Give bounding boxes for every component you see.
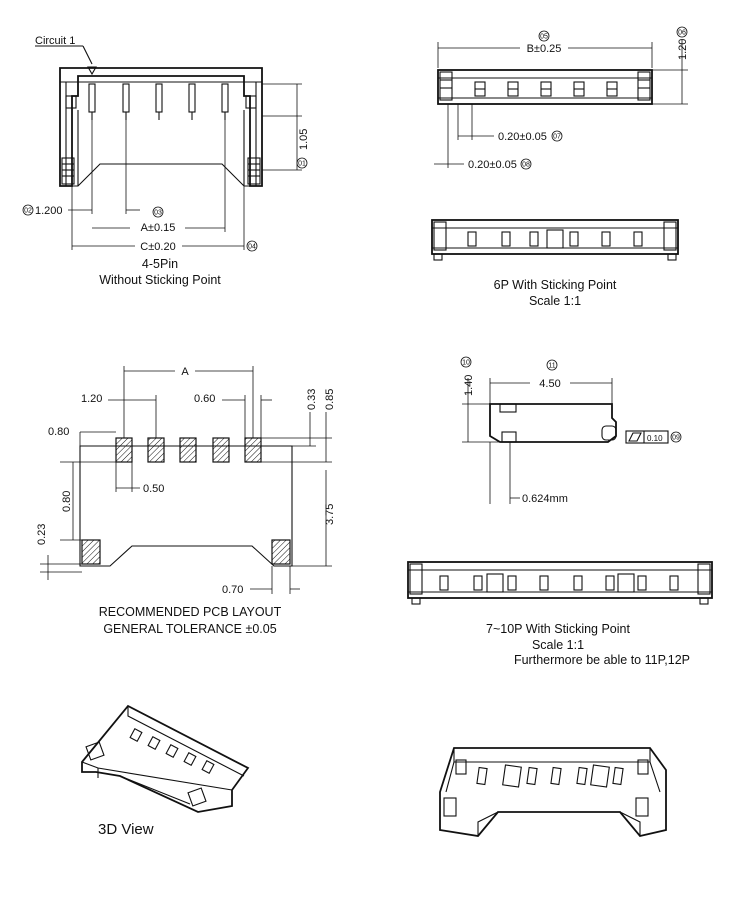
callout-09-text: 09 [672, 435, 680, 442]
callout-05-text: 05 [540, 34, 548, 41]
callout-11-text: 11 [548, 363, 555, 370]
pins-6p [467, 229, 643, 249]
callout-11 [546, 359, 558, 371]
view-7-10p-caption-1: 7~10P With Sticking Point [486, 622, 630, 636]
front-pins [88, 83, 229, 120]
side-view: 10 1.40 11 4.50 0.10 09 0.624mm [460, 356, 682, 505]
view-6p-caption-2: Scale 1:1 [529, 294, 581, 308]
view-7-10p: 7~10P With Sticking Point Scale 1:1 Furt… [407, 561, 713, 667]
view-6p-caption-1: 6P With Sticking Point [494, 278, 617, 292]
front-caption-1: 4-5Pin [142, 257, 178, 271]
front-dim-pitch: 1.200 [35, 205, 63, 217]
callout-09 [670, 431, 682, 443]
pcb-dim-080-side: 0.80 [61, 491, 73, 512]
pcb-dim-070: 0.70 [222, 584, 243, 596]
pcb-dim-085: 0.85 [324, 389, 336, 410]
top-dim-020b: 0.20±0.05 [468, 159, 517, 171]
pins-7-10p [439, 573, 679, 593]
pcb-dim-060: 0.60 [194, 393, 215, 405]
view-3d-caption: 3D View [98, 821, 154, 838]
top-dim-120: 1.20 [677, 39, 689, 60]
front-dim-height: 1.05 [298, 129, 310, 150]
callout-04-text: 04 [248, 244, 256, 251]
side-dim-140: 1.40 [463, 375, 475, 396]
callout-08-text: 08 [522, 162, 530, 169]
top-dim-020a: 0.20±0.05 [498, 131, 547, 143]
front-dim-a: A±0.15 [141, 222, 176, 234]
pcb-dim-a: A [181, 366, 189, 378]
callout-06 [676, 26, 688, 38]
front-view: Circuit 1 1.05 01 02 1.200 03 A±0.15 C±0… [22, 35, 310, 287]
side-dim-0624: 0.624mm [522, 493, 568, 505]
pcb-dim-120: 1.20 [81, 393, 102, 405]
pcb-layout: A 1.20 0.60 0.33 0.85 3.75 0.80 0.50 [36, 366, 336, 636]
top-dim-b: B±0.25 [527, 43, 562, 55]
top-view: 05 B±0.25 06 1.20 0.20±0.05 07 0.20±0.05… [434, 26, 689, 171]
callout-07 [551, 130, 563, 142]
callout-10-text: 10 [462, 360, 470, 367]
view-6p: 6P With Sticking Point Scale 1:1 [431, 219, 679, 308]
side-flatness: 0.10 [647, 434, 663, 443]
circuit-label: Circuit 1 [35, 35, 75, 47]
pcb-caption-2: GENERAL TOLERANCE ±0.05 [103, 622, 276, 636]
side-dim-450: 4.50 [539, 378, 560, 390]
pcb-pads [81, 437, 291, 565]
pins-3d-right [476, 764, 624, 788]
top-pins [474, 81, 618, 97]
callout-04 [246, 240, 258, 252]
callout-08 [520, 158, 532, 170]
view-3d-right [439, 747, 667, 838]
view-7-10p-caption-3: Furthermore be able to 11P,12P [514, 653, 690, 667]
pcb-dim-023: 0.23 [36, 524, 48, 545]
pins-3d-left [129, 727, 215, 775]
callout-01 [296, 157, 308, 169]
callout-02 [22, 204, 34, 216]
view-3d-left: 3D View [81, 704, 250, 838]
pcb-dim-050: 0.50 [143, 483, 164, 495]
callout-10 [460, 356, 472, 368]
pcb-dim-033: 0.33 [306, 389, 318, 410]
callout-02-text: 02 [24, 208, 32, 215]
callout-07-text: 07 [553, 134, 561, 141]
front-caption-2: Without Sticking Point [99, 273, 221, 287]
callout-05 [538, 30, 550, 42]
pcb-dim-375: 3.75 [324, 504, 336, 525]
callout-03-text: 03 [154, 210, 162, 217]
callout-06-text: 06 [678, 30, 686, 37]
callout-03 [152, 206, 164, 218]
pcb-caption-1: RECOMMENDED PCB LAYOUT [99, 605, 282, 619]
front-dim-c: C±0.20 [140, 241, 175, 253]
callout-01-text: 01 [298, 161, 306, 168]
view-7-10p-caption-2: Scale 1:1 [532, 638, 584, 652]
pcb-dim-080-top: 0.80 [48, 426, 69, 438]
